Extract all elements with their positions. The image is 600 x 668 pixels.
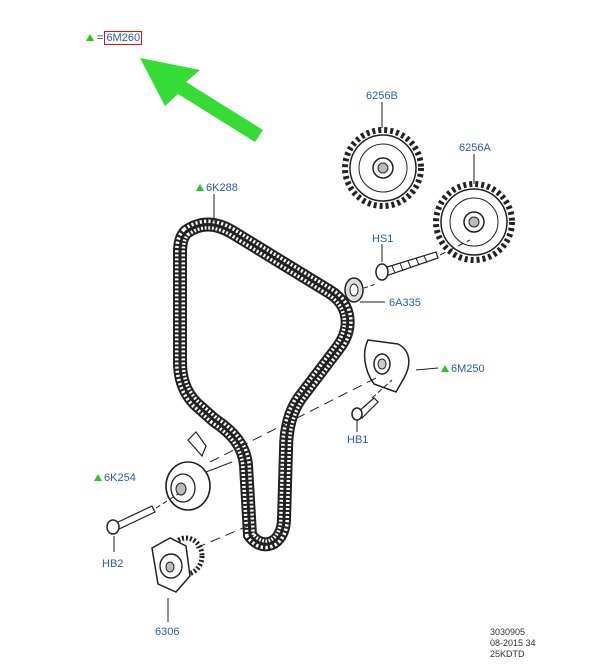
label-HB1: HB1	[347, 434, 369, 446]
bracket-6M250	[363, 339, 410, 393]
label-6M250-text: 6M250	[451, 363, 485, 375]
reference-block: 3030905 08-2015 34 25KDTD	[490, 627, 536, 660]
crank-sprocket-6306	[151, 535, 205, 593]
reference-line-1: 3030905	[490, 627, 526, 637]
sprocket-6256B	[342, 127, 424, 209]
label-6K254: 6K254	[94, 472, 136, 484]
bolt-HB2	[106, 505, 156, 535]
label-6K288: 6K288	[196, 182, 238, 194]
label-6256B: 6256B	[366, 90, 398, 102]
label-HB2: HB2	[102, 558, 124, 570]
legend: =6M260	[86, 31, 143, 45]
washer-6A335	[344, 277, 364, 303]
label-6306: 6306	[155, 626, 180, 638]
bolt-HB1	[351, 397, 379, 421]
bolt-HS1	[375, 251, 439, 281]
tensioner-6K254	[165, 431, 211, 511]
label-6K288-text: 6K288	[206, 182, 238, 194]
label-HS1: HS1	[372, 233, 394, 245]
green-triangle-icon	[86, 34, 94, 41]
legend-equals: =	[97, 32, 104, 44]
label-6K254-text: 6K254	[104, 472, 136, 484]
green-triangle-icon	[441, 365, 449, 372]
legend-code: 6M260	[104, 31, 143, 45]
label-6256A: 6256A	[459, 142, 491, 154]
reference-line-2: 08-2015 34	[490, 638, 536, 648]
sprocket-6256A	[433, 181, 515, 263]
green-triangle-icon	[196, 184, 204, 191]
green-triangle-icon	[94, 474, 102, 481]
label-6M250: 6M250	[441, 363, 485, 375]
label-6A335: 6A335	[389, 297, 421, 309]
timing-belt-6K288	[173, 217, 355, 552]
pointer-arrow-icon	[140, 58, 263, 142]
reference-line-3: 25KDTD	[490, 649, 525, 659]
